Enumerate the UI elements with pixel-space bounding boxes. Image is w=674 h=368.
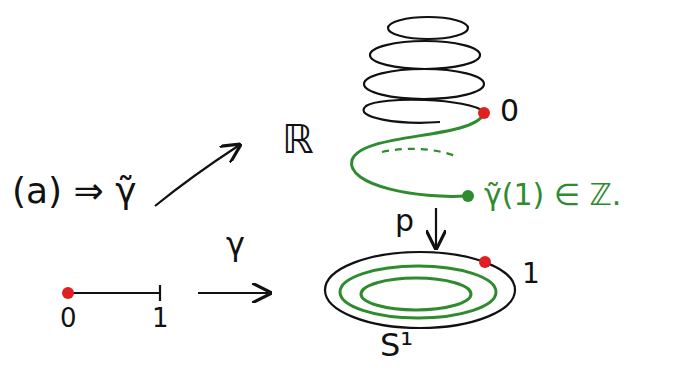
basepoint-dot [479,256,491,268]
lifted-path [352,114,484,196]
interval-label: 0 [60,304,77,334]
endpoint-dot [462,190,474,202]
lift-arrow [155,146,238,206]
point-label: 1 [522,258,540,290]
map-label: p [395,204,414,239]
map-arrow [198,292,268,294]
point-label: 0 [500,94,519,129]
loop-path [340,266,496,318]
space-label: S¹ [380,327,413,364]
statement-label: (a) ⇒ γ̃ [12,170,137,211]
circle [325,252,515,328]
space-label: ℝ [282,116,314,162]
interval [68,292,160,294]
start-dot [62,287,74,299]
endpoint-label: γ̃(1) ∈ ℤ. [484,178,621,213]
interval-label: 1 [152,304,169,334]
projection-arrow [435,208,437,246]
interval-tick [159,285,161,301]
basepoint-dot [478,107,490,119]
helix [364,17,484,123]
path-label: γ [226,226,245,263]
